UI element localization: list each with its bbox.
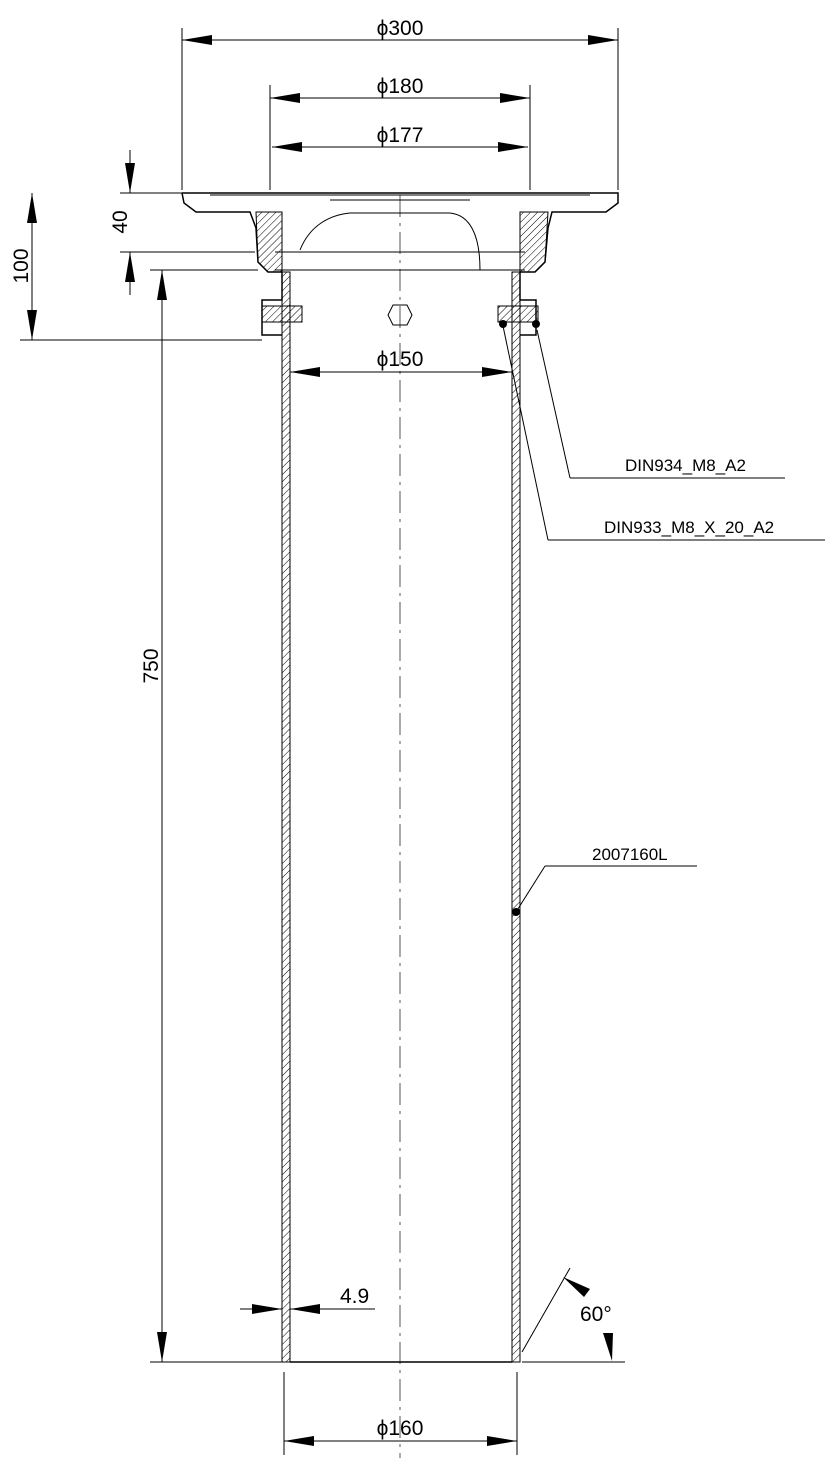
svg-text:ϕ150: ϕ150	[377, 348, 424, 371]
dim-phi180: ϕ180	[269, 75, 531, 190]
drain-body	[181, 192, 619, 336]
label-pipe: 2007160L	[512, 845, 697, 916]
svg-text:2007160L: 2007160L	[592, 845, 668, 864]
pipe-wall-right	[511, 271, 521, 1363]
svg-text:ϕ300: ϕ300	[377, 17, 424, 40]
svg-text:4.9: 4.9	[340, 1285, 369, 1308]
label-bolt: DIN933_M8_X_20_A2	[502, 325, 825, 541]
dim-40: 40	[109, 150, 255, 295]
svg-text:ϕ180: ϕ180	[377, 75, 424, 98]
svg-text:750: 750	[140, 648, 163, 683]
pipe-wall-left	[281, 271, 291, 1363]
svg-text:40: 40	[109, 210, 132, 233]
dim-wall-thickness: 4.9	[240, 1285, 375, 1314]
dim-phi177: ϕ177	[272, 124, 528, 152]
svg-text:ϕ177: ϕ177	[377, 124, 424, 147]
svg-text:60°: 60°	[580, 1303, 612, 1326]
svg-text:ϕ160: ϕ160	[377, 1417, 424, 1440]
svg-text:DIN934_M8_A2: DIN934_M8_A2	[625, 456, 746, 475]
dim-100: 100	[10, 193, 262, 341]
svg-text:100: 100	[10, 248, 33, 283]
dim-750: 750	[140, 269, 282, 1363]
label-nut: DIN934_M8_A2	[536, 329, 785, 479]
svg-text:DIN933_M8_X_20_A2: DIN933_M8_X_20_A2	[604, 518, 774, 537]
dim-phi300: ϕ300	[181, 17, 619, 190]
dim-phi160: ϕ160	[283, 1372, 518, 1455]
hex-bolt-head	[387, 304, 413, 326]
dim-chamfer-angle: 60°	[521, 1267, 625, 1363]
dim-phi150: ϕ150	[290, 348, 512, 377]
